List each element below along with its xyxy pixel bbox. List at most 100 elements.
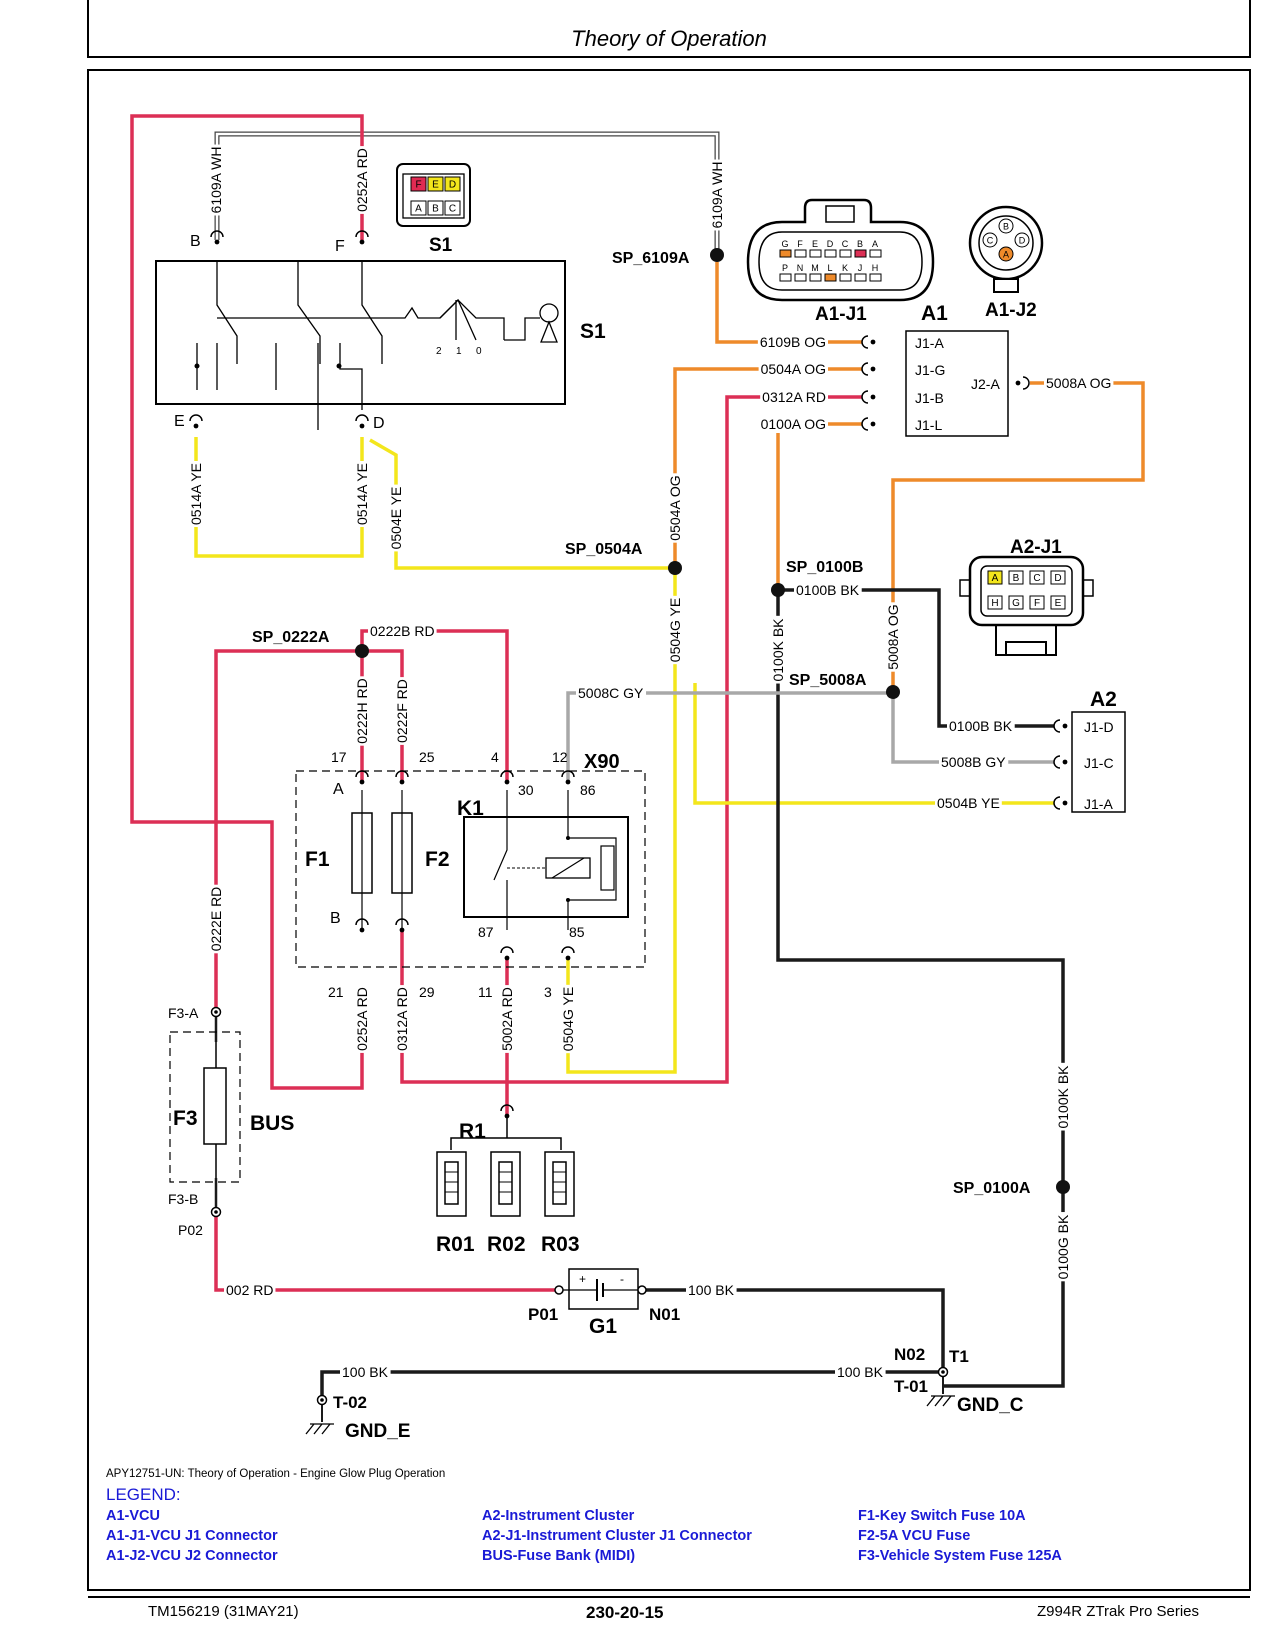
label-background bbox=[353, 460, 371, 528]
diagram-label-wire-labels-w0222e: 0222E RD bbox=[208, 887, 224, 952]
diagram-label-wire-labels-w0504a-og: 0504A OG bbox=[761, 361, 826, 377]
diagram-label-wire-labels-w0222h: 0222H RD bbox=[354, 678, 370, 743]
diagram-label-pins-s1-f: F bbox=[335, 238, 345, 255]
diagram-label-splices-3: SP_5008A bbox=[789, 672, 867, 689]
diagram-label-components-r01: R01 bbox=[436, 1233, 475, 1256]
diagram-label-pins-gnd-c: GND_C bbox=[957, 1395, 1024, 1416]
diagram-label-wire-labels-w100-r: 100 BK bbox=[837, 1364, 884, 1380]
cavity bbox=[779, 273, 792, 282]
legend-column-2: A2-Instrument Cluster A2-J1-Instrument C… bbox=[482, 1506, 752, 1566]
diagram-label-components-s1: S1 bbox=[429, 235, 453, 256]
diagram-label-pins-a2-j1a: J1-A bbox=[1084, 796, 1113, 812]
cavity bbox=[824, 273, 837, 282]
page-frame bbox=[87, 0, 1251, 1598]
terminal-cup bbox=[1015, 376, 1030, 390]
diagram-label-pins-a1-j1a: J1-A bbox=[915, 335, 944, 351]
diagram-label-splices-0: SP_6109A bbox=[612, 250, 690, 267]
diagram-label-wire-labels-w0504g-bot: 0504G YE bbox=[560, 987, 576, 1051]
diagram-label-pins-f3-b: F3-B bbox=[168, 1191, 198, 1207]
diagram-label-wire-labels-w0100k-right: 0100K BK bbox=[1055, 1065, 1071, 1129]
diagram-label-pins-x90-21: 21 bbox=[328, 984, 344, 1000]
cavity bbox=[410, 200, 427, 216]
cavity-label: L bbox=[827, 263, 832, 273]
terminal-cup bbox=[861, 417, 876, 431]
cavity bbox=[824, 249, 837, 258]
diagram-label-pins-s1-pos-1: 1 bbox=[456, 346, 462, 357]
label-background bbox=[368, 622, 437, 640]
cavity bbox=[1008, 570, 1024, 585]
cavity-label: G bbox=[781, 239, 788, 249]
battery-terminal bbox=[554, 1285, 564, 1295]
cavity bbox=[982, 232, 998, 248]
glow-plugs-r1 bbox=[436, 1116, 575, 1217]
label-background bbox=[935, 794, 1002, 812]
legend-entry: A1-J1-VCU J1 Connector bbox=[106, 1528, 278, 1544]
vcu-a1-box bbox=[905, 330, 1009, 437]
diagram-label-splices-5: SP_0100A bbox=[953, 1180, 1031, 1197]
legend-entry: F1-Key Switch Fuse 10A bbox=[858, 1508, 1026, 1524]
terminal-cup bbox=[1053, 719, 1068, 733]
terminal-cup bbox=[355, 770, 369, 785]
diagram-label-pins-gnd-e: GND_E bbox=[345, 1421, 410, 1442]
terminal-cup bbox=[561, 770, 575, 785]
diagram-label-pins-f-b: B bbox=[330, 910, 341, 927]
diagram-label-wire-labels-w0222f: 0222F RD bbox=[394, 679, 410, 743]
terminal-cup bbox=[500, 946, 514, 961]
terminal-cup bbox=[500, 1104, 514, 1119]
diagram-label-pins-x90-11: 11 bbox=[478, 984, 493, 1000]
diagram-label-pins-t1: T1 bbox=[949, 1347, 969, 1366]
diagram-label-wire-labels-w100-l: 100 BK bbox=[342, 1364, 389, 1380]
diagram-label-wire-labels-w0252a-bot: 0252A RD bbox=[354, 987, 370, 1051]
cavity bbox=[998, 218, 1014, 234]
terminal-cup bbox=[355, 918, 369, 933]
cavity-label: H bbox=[872, 263, 879, 273]
label-background bbox=[758, 360, 828, 378]
diagram-label-wire-labels-w100-top: 100 BK bbox=[688, 1282, 735, 1298]
diagram-label-wire-labels-w0504b: 0504B YE bbox=[937, 795, 1000, 811]
cavity bbox=[854, 249, 867, 258]
label-background bbox=[794, 581, 862, 599]
cavity-label: C bbox=[987, 236, 994, 246]
diagram-label-wire-labels-w0100g: 0100G BK bbox=[1055, 1214, 1071, 1279]
label-background bbox=[760, 388, 828, 406]
diagram-label-pins-p01: P01 bbox=[528, 1305, 558, 1324]
terminal-cup bbox=[355, 230, 369, 245]
cavity bbox=[779, 249, 792, 258]
diagram-label-components-a1-j1: A1-J1 bbox=[815, 304, 867, 325]
cavity-label: C bbox=[842, 239, 849, 249]
terminals bbox=[189, 230, 1068, 1295]
diagram-label-pins-a1-j2a: J2-A bbox=[971, 376, 1000, 392]
terminal-cup bbox=[355, 414, 369, 429]
cavity-label: F bbox=[415, 180, 421, 191]
diagram-label-pins-plus: + bbox=[579, 1272, 586, 1286]
diagram-label-components-r02: R02 bbox=[487, 1233, 526, 1256]
node-point-center bbox=[320, 1398, 324, 1402]
terminal-cup bbox=[1053, 755, 1068, 769]
node-point-center bbox=[214, 1010, 218, 1014]
cavity bbox=[809, 273, 822, 282]
legend-column-3: F1-Key Switch Fuse 10A F2-5A VCU Fuse F3… bbox=[858, 1506, 1062, 1566]
cavity-label: A bbox=[872, 239, 878, 249]
diagram-label-components-a1-j2: A1-J2 bbox=[985, 300, 1037, 321]
cavity bbox=[1008, 595, 1024, 610]
cavity-label: N bbox=[797, 263, 804, 273]
diagram-label-pins-k1-87: 87 bbox=[478, 924, 494, 940]
cavity-label: F bbox=[1034, 598, 1040, 609]
footer-page-number: 230-20-15 bbox=[586, 1603, 664, 1622]
diagram-label-wire-labels-w5008b: 5008B GY bbox=[941, 754, 1006, 770]
legend-entry: A1-J2-VCU J2 Connector bbox=[106, 1548, 278, 1564]
terminal-cup bbox=[1053, 796, 1068, 810]
cavity-label: F bbox=[797, 239, 803, 249]
cavity bbox=[794, 273, 807, 282]
cavity bbox=[1029, 570, 1045, 585]
cavity-label: B bbox=[1003, 222, 1009, 232]
diagram-label-components-g1: G1 bbox=[589, 1315, 617, 1338]
diagram-label-wire-labels-w0312a-top: 0312A RD bbox=[762, 389, 826, 405]
cavity bbox=[869, 249, 882, 258]
ground-symbols bbox=[305, 1395, 955, 1435]
label-background bbox=[393, 985, 411, 1053]
cavity-label: H bbox=[991, 598, 998, 609]
label-background bbox=[340, 1363, 391, 1381]
